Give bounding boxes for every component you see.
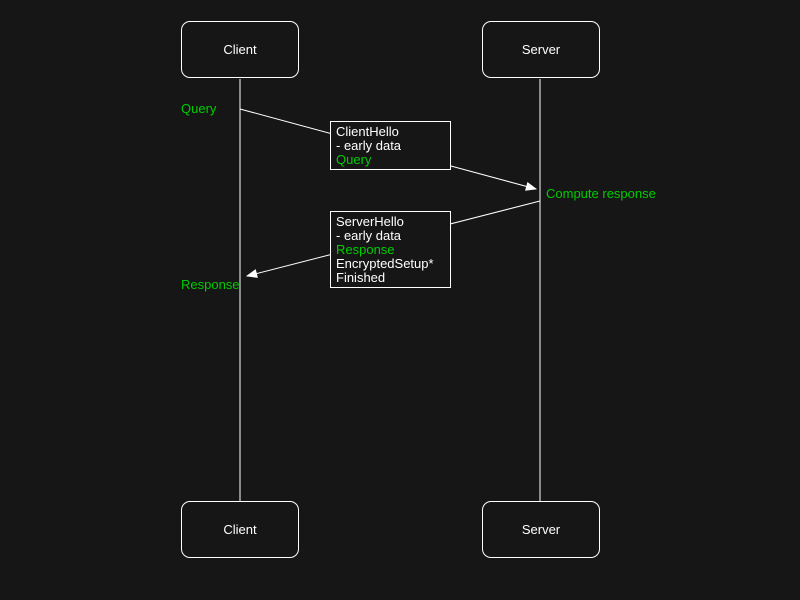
response-note: Response	[181, 277, 240, 292]
msg-line: - early data	[336, 138, 402, 153]
actor-client-label: Client	[223, 42, 257, 57]
compute-response-note: Compute response	[546, 186, 656, 201]
actor-server-label: Server	[521, 522, 561, 537]
msg-line: ClientHello	[336, 124, 399, 139]
actor-server-top: Server	[482, 21, 600, 78]
actor-client-top: Client	[181, 21, 299, 78]
msg-line: Finished	[336, 270, 386, 285]
msg-line: Query	[336, 152, 372, 167]
actor-client-bottom: Client	[181, 501, 299, 558]
msg-line: Response	[336, 242, 395, 257]
query-note: Query	[181, 101, 217, 116]
actor-client-label: Client	[223, 522, 257, 537]
actor-server-bottom: Server	[482, 501, 600, 558]
client-hello-box: ClientHello - early data Query	[330, 121, 451, 170]
msg-line: EncryptedSetup*	[336, 256, 434, 271]
msg-line: - early data	[336, 228, 402, 243]
actor-server-label: Server	[521, 42, 561, 57]
server-hello-box: ServerHello - early data Response Encryp…	[330, 211, 451, 288]
msg-line: ServerHello	[336, 214, 404, 229]
